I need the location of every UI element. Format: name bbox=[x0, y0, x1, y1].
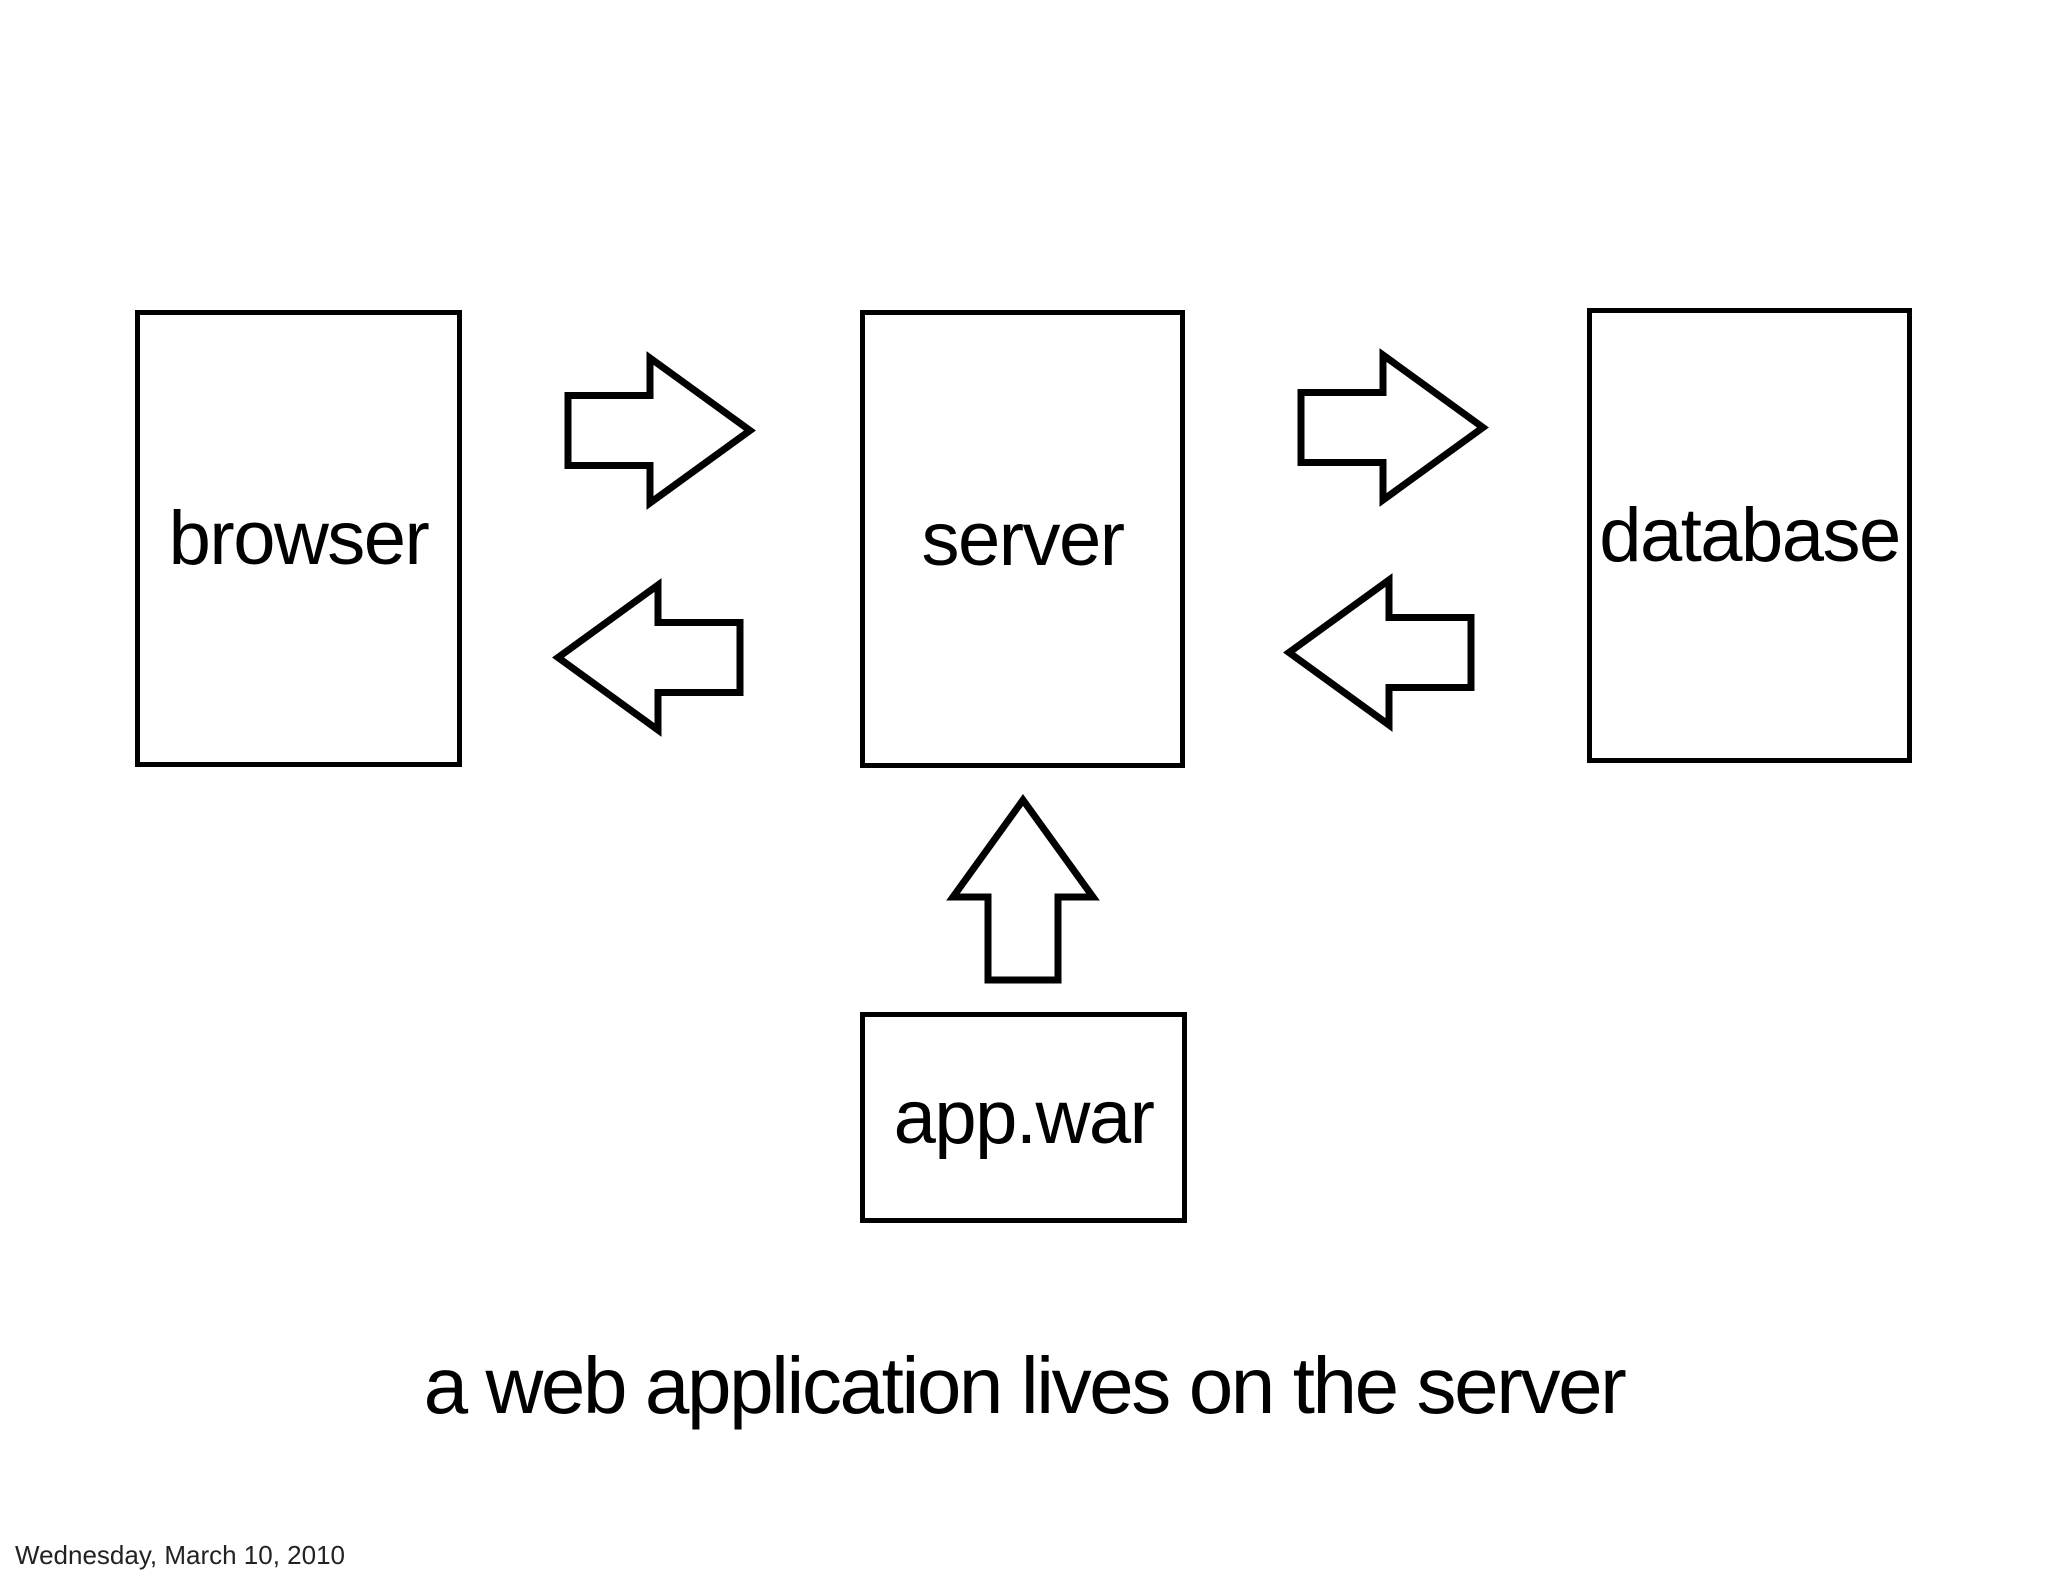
node-server: server bbox=[860, 310, 1185, 768]
node-browser-label: browser bbox=[168, 496, 430, 581]
node-database-label: database bbox=[1599, 493, 1901, 578]
right-arrow-shape bbox=[1297, 348, 1489, 507]
left-arrow-shape bbox=[552, 578, 744, 737]
node-appwar-label: app.war bbox=[893, 1075, 1155, 1160]
left-arrow-server-to-browser-icon bbox=[552, 578, 744, 737]
right-arrow-server-to-database-icon bbox=[1297, 348, 1489, 507]
slide-caption: a web application lives on the server bbox=[423, 1341, 1627, 1430]
node-browser: browser bbox=[135, 310, 462, 767]
node-appwar: app.war bbox=[860, 1012, 1187, 1223]
node-server-label: server bbox=[921, 496, 1125, 582]
footer-date: Wednesday, March 10, 2010 bbox=[15, 1540, 346, 1570]
right-arrow-browser-to-server-icon bbox=[564, 351, 756, 510]
up-arrow-shape bbox=[946, 794, 1100, 984]
left-arrow-shape bbox=[1283, 573, 1475, 732]
node-database: database bbox=[1587, 308, 1912, 763]
right-arrow-shape bbox=[564, 351, 756, 510]
up-arrow-appwar-to-server-icon bbox=[946, 794, 1100, 984]
left-arrow-database-to-server-icon bbox=[1283, 573, 1475, 732]
